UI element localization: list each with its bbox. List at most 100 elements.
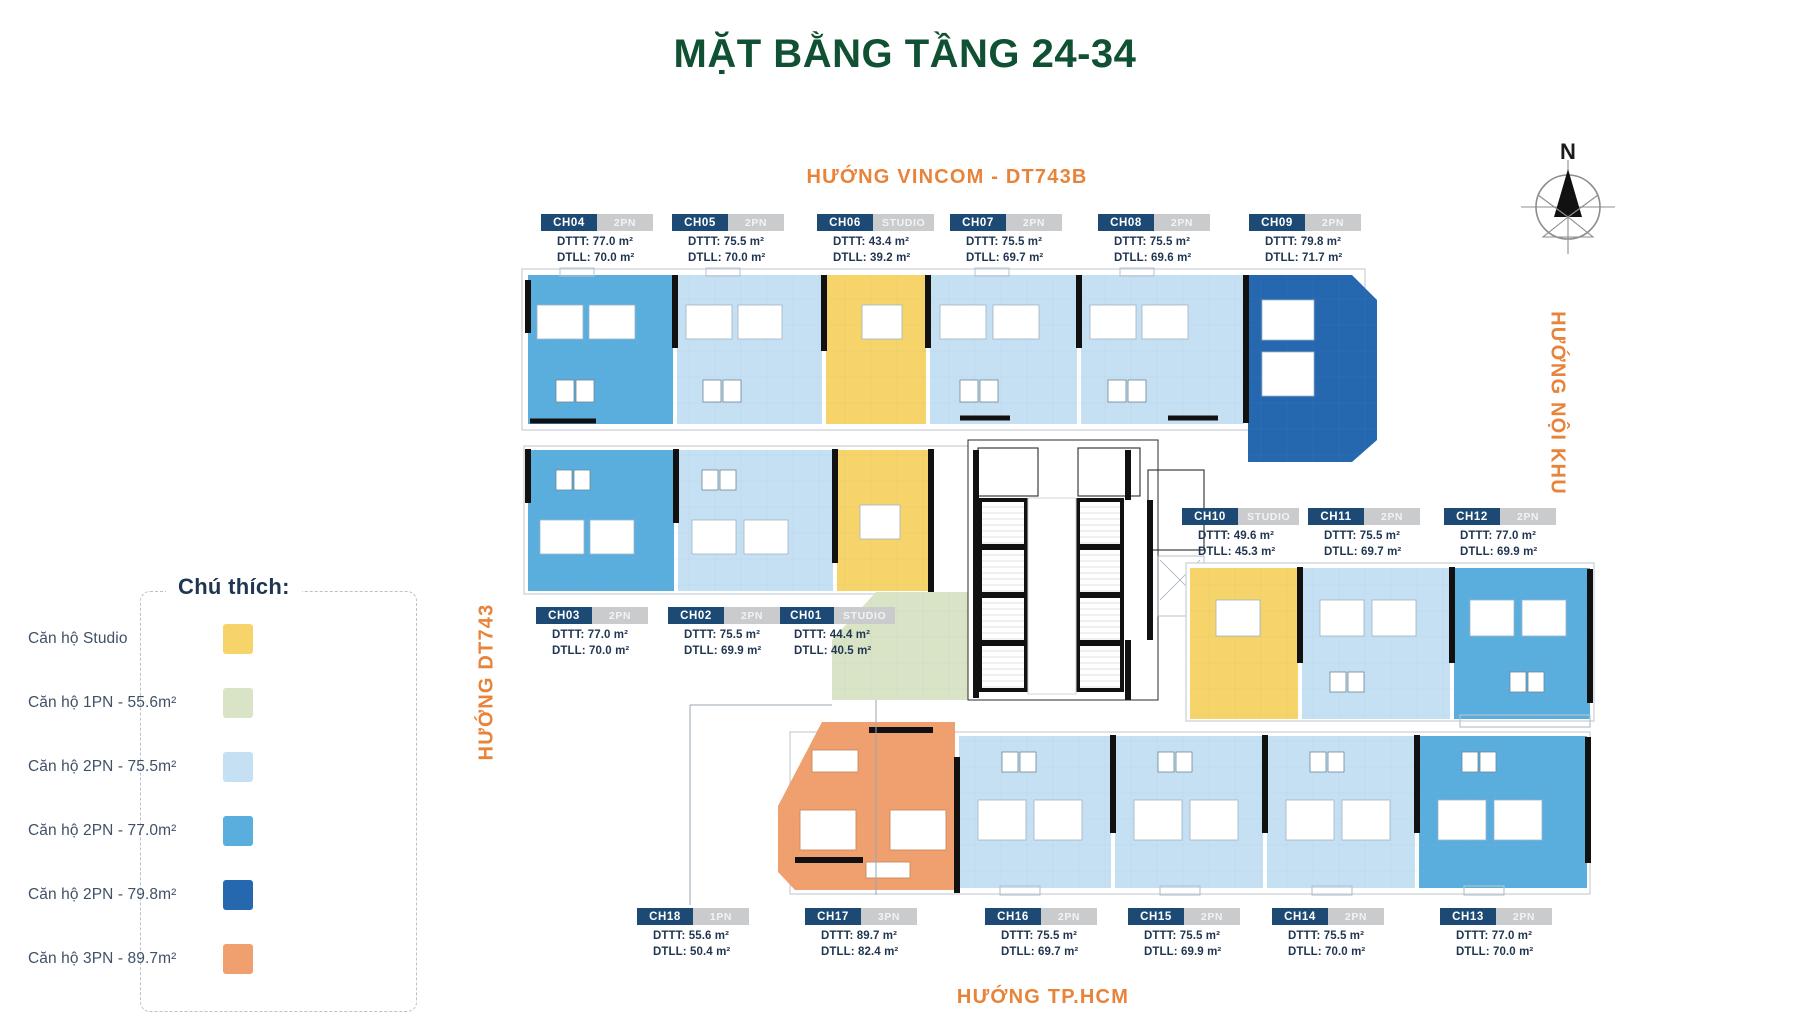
unit-type-badge: 2PN (1006, 214, 1062, 231)
unit-dtll: DTLL: 39.2 m² (833, 251, 911, 264)
legend-item-4: Căn hộ 2PN - 77.0m² (0, 802, 277, 860)
wing-north (521, 267, 1377, 462)
unit-type-badge: 2PN (1041, 908, 1097, 925)
unit-dttt: DTTT: 43.4 m² (833, 236, 910, 248)
unit-dttt: DTTT: 49.6 m² (1198, 530, 1275, 542)
unit-dttt: DTTT: 75.5 m² (1114, 236, 1191, 248)
unit-code-badge: CH04 (541, 214, 597, 231)
unit-code-badge: CH13 (1440, 908, 1496, 925)
unit-area-text: DTTT: 75.5 m² DTLL: 70.0 m² (1272, 929, 1384, 961)
unit-dtll: DTLL: 70.0 m² (552, 644, 630, 657)
unit-type-badge: 2PN (1328, 908, 1384, 925)
unit-dttt: DTTT: 75.5 m² (1001, 930, 1078, 942)
unit-code-badge: CH02 (668, 607, 724, 624)
unit-dtll: DTLL: 82.4 m² (821, 945, 899, 958)
unit-dtll: DTLL: 70.0 m² (688, 251, 766, 264)
page-title: MẶT BẰNG TẦNG 24-34 (673, 32, 1137, 76)
unit-dttt: DTTT: 75.5 m² (966, 236, 1043, 248)
legend-item-2: Căn hộ 1PN - 55.6m² (0, 674, 277, 732)
unit-dtll: DTLL: 50.4 m² (653, 945, 731, 958)
unit-type-badge: 2PN (1184, 908, 1240, 925)
unit-type-badge: STUDIO (834, 607, 896, 624)
legend-item-label: Căn hộ 2PN - 79.8m² (28, 886, 177, 903)
unit-code-badge: CH09 (1249, 214, 1305, 231)
unit-code-badge: CH12 (1444, 508, 1500, 525)
unit-dttt: DTTT: 55.6 m² (653, 930, 730, 942)
unit-dtll: DTLL: 69.9 m² (684, 644, 762, 657)
unit-type-badge: 2PN (597, 214, 653, 231)
unit-dtll: DTLL: 71.7 m² (1265, 251, 1343, 264)
wing-south (778, 722, 1591, 896)
unit-dtll: DTLL: 69.7 m² (1324, 545, 1402, 558)
plan-geometry (521, 267, 1595, 905)
unit-dttt: DTTT: 75.5 m² (1144, 930, 1221, 942)
unit-dttt: DTTT: 89.7 m² (821, 930, 898, 942)
direction-label-north: HƯỚNG VINCOM - DT743B (806, 166, 1088, 188)
unit-dttt: DTTT: 75.5 m² (1324, 530, 1401, 542)
unit-dtll: DTLL: 70.0 m² (1288, 945, 1366, 958)
unit-area-text: DTTT: 75.5 m² DTLL: 69.9 m² (1128, 929, 1240, 961)
unit-type-badge: STUDIO (1238, 508, 1300, 525)
legend-color-swatch (223, 880, 253, 910)
legend-item-label: Căn hộ 2PN - 75.5m² (28, 758, 177, 775)
unit-dtll: DTLL: 70.0 m² (557, 251, 635, 264)
unit-code-badge: CH10 (1182, 508, 1238, 525)
building-core (967, 439, 1205, 701)
direction-label-south: HƯỚNG TP.HCM (956, 986, 1130, 1008)
unit-code-badge: CH03 (536, 607, 592, 624)
unit-dtll: DTLL: 69.9 m² (1460, 545, 1538, 558)
unit-dtll: DTLL: 69.6 m² (1114, 251, 1192, 264)
unit-dttt: DTTT: 79.8 m² (1265, 236, 1342, 248)
unit-type-badge: 2PN (592, 607, 648, 624)
compass-north-label: N (1560, 139, 1576, 164)
unit-type-badge: 2PN (1496, 908, 1552, 925)
unit-area-text: DTTT: 75.5 m² DTLL: 69.7 m² (1308, 529, 1420, 561)
unit-area-text: DTTT: 55.6 m² DTLL: 50.4 m² (637, 929, 749, 961)
unit-type-badge: 1PN (693, 908, 749, 925)
unit-type-badge: 2PN (724, 607, 780, 624)
unit-type-badge: 2PN (1154, 214, 1210, 231)
unit-area-text: DTTT: 89.7 m² DTLL: 82.4 m² (805, 929, 917, 961)
legend-title: Chú thích: (166, 574, 302, 600)
unit-dttt: DTTT: 75.5 m² (1288, 930, 1365, 942)
legend-item-5: Căn hộ 2PN - 79.8m² (0, 866, 277, 924)
legend-item-label: Căn hộ 2PN - 77.0m² (28, 822, 177, 839)
wing-east (1185, 562, 1595, 728)
unit-dtll: DTLL: 69.9 m² (1144, 945, 1222, 958)
legend-color-swatch (223, 624, 253, 654)
unit-dtll: DTLL: 40.5 m² (794, 644, 872, 657)
unit-dttt: DTTT: 77.0 m² (552, 629, 629, 641)
